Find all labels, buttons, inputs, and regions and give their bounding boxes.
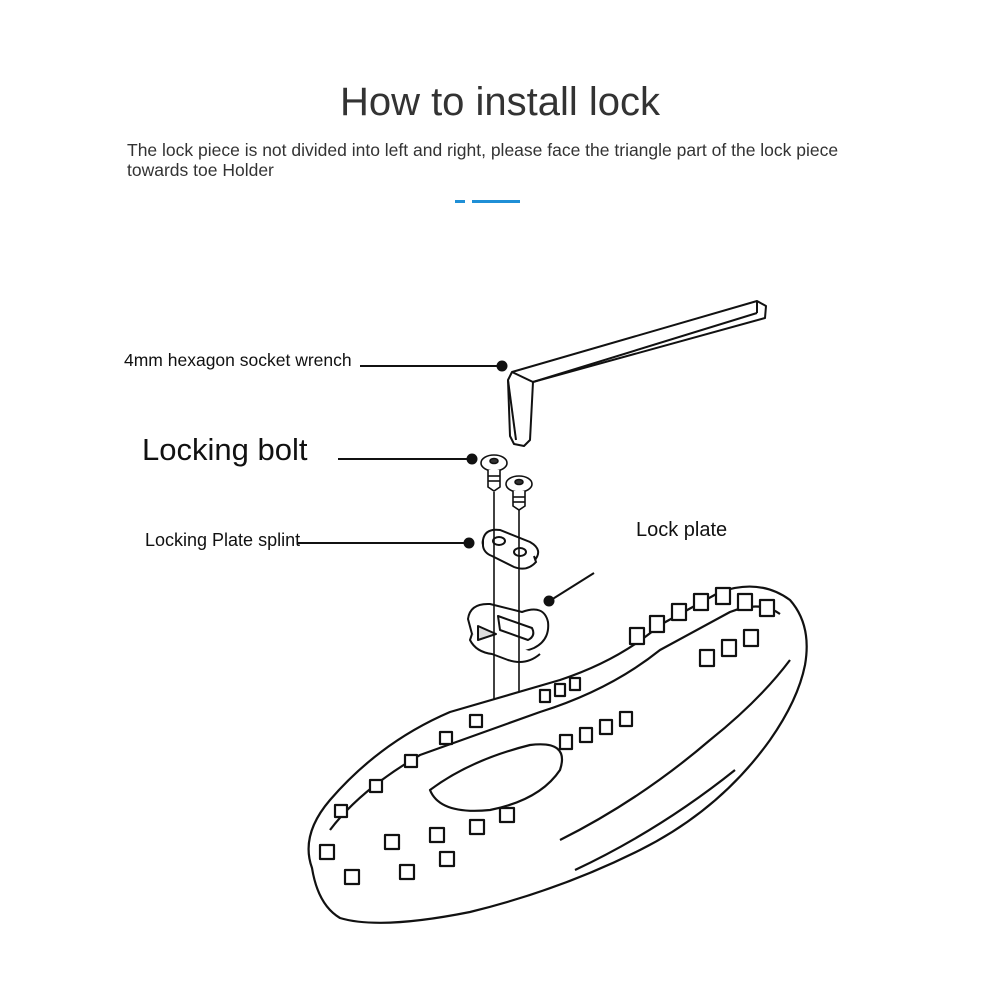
leader-lines	[298, 360, 595, 607]
hex-wrench-icon	[507, 300, 767, 447]
locking-bolt-label: Locking bolt	[142, 432, 308, 467]
page-title: How to install lock	[339, 80, 661, 124]
wrench-leader-dot	[496, 360, 508, 372]
accent-divider-short	[455, 200, 465, 203]
plate-leader-line	[550, 572, 595, 601]
wrench-label: 4mm hexagon socket wrench	[124, 350, 352, 370]
cycling-shoe-sole-icon	[307, 585, 808, 924]
instruction-text: The lock piece is not divided into left …	[127, 140, 839, 180]
locking-bolt-icon	[480, 454, 533, 511]
locking-plate-splint-label: Locking Plate splint	[145, 530, 301, 550]
accent-divider-long	[472, 200, 520, 203]
splint-leader-dot	[463, 537, 475, 549]
lock-plate-label: Lock plate	[636, 519, 728, 541]
locking-plate-splint-icon	[481, 528, 540, 570]
lock-plate-cleat-icon	[467, 602, 550, 663]
plate-leader-dot	[543, 595, 555, 607]
bolt-leader-dot	[466, 453, 478, 465]
